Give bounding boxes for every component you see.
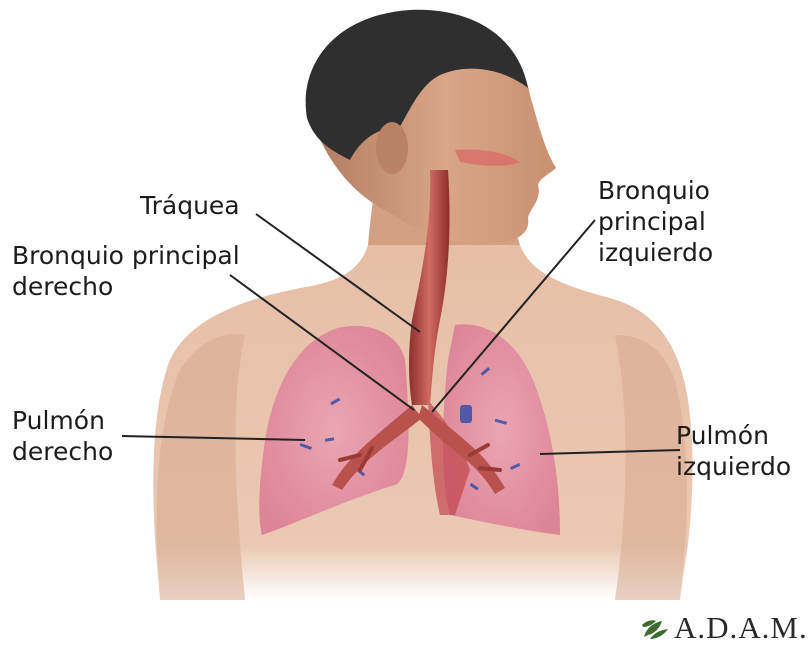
right-lung-label: Pulmón derecho <box>12 405 113 467</box>
trachea-label: Tráquea <box>140 190 240 221</box>
right-main-bronchus-label: Bronquio principal derecho <box>12 240 240 302</box>
left-main-bronchus-label-line3: izquierdo <box>598 237 713 268</box>
right-main-bronchus-label-line2: derecho <box>12 271 240 302</box>
leaf-icon <box>640 615 670 641</box>
left-lung-label: Pulmón izquierdo <box>676 420 791 482</box>
right-lung-label-line2: derecho <box>12 436 113 467</box>
left-lung-label-line2: izquierdo <box>676 451 791 482</box>
adam-logo: A.D.A.M. <box>640 608 808 648</box>
left-main-bronchus-label-line1: Bronquio <box>598 175 713 206</box>
right-main-bronchus-label-line1: Bronquio principal <box>12 240 240 271</box>
logo-text: A.D.A.M. <box>674 610 808 646</box>
ear <box>376 122 408 174</box>
right-lung-label-line1: Pulmón <box>12 405 113 436</box>
left-main-bronchus-label: Bronquio principal izquierdo <box>598 175 713 268</box>
left-lung-label-line1: Pulmón <box>676 420 791 451</box>
left-main-bronchus-label-line2: principal <box>598 206 713 237</box>
